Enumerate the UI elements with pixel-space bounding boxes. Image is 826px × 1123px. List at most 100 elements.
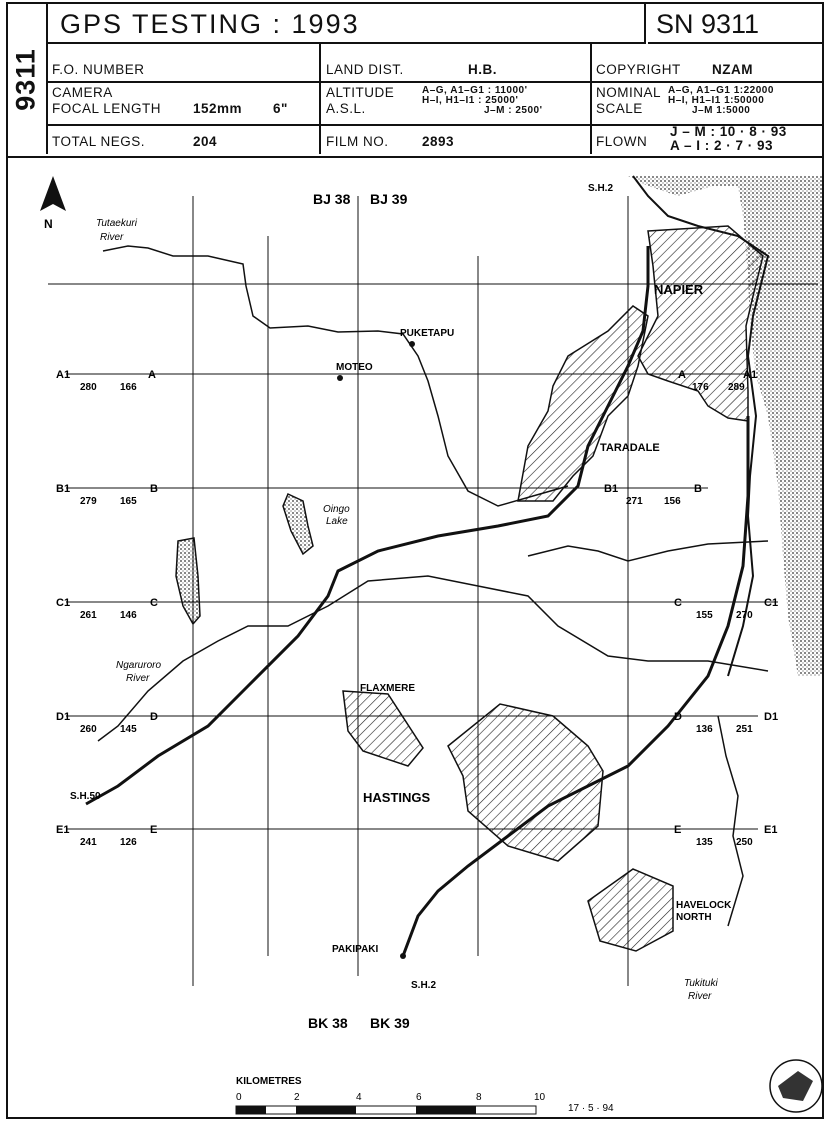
scale-tick-6: 6 (416, 1092, 422, 1103)
scale-line-2: H–I, H1–I1 1:50000 (668, 95, 765, 106)
scale-bar: KILOMETRES 0 2 4 6 8 10 17 · 5 · 94 (235, 1076, 614, 1115)
total-negs-value: 204 (193, 134, 218, 149)
nominal-label: NOMINAL (596, 85, 662, 100)
flaxmere-urban-area (342, 690, 424, 767)
place-pakipaki: PAKIPAKI (332, 944, 379, 955)
scale-tick-4: 4 (356, 1092, 362, 1103)
sheet-ref-bk38: BK 38 (308, 1015, 348, 1031)
film-label: FILM NO. (326, 134, 389, 149)
flown-line-1: J – M : 10 · 8 · 93 (670, 124, 787, 139)
frame-260: 260 (80, 724, 97, 735)
header-panel: 9311 GPS TESTING : 1993 SN 9311 F.O. NUM… (8, 4, 822, 158)
frame-289: 289 (728, 382, 745, 393)
place-north: NORTH (676, 912, 712, 923)
scale-title: KILOMETRES (236, 1076, 302, 1087)
frame-279: 279 (80, 496, 97, 507)
place-hastings: HASTINGS (363, 790, 431, 805)
taradale-urban-area (517, 305, 649, 502)
run-label-e1-right: E1 (764, 824, 777, 836)
sheet-code-box: 9311 (8, 4, 48, 154)
ngaruroro-river (97, 575, 769, 742)
north-arrow-icon: N (40, 176, 66, 231)
run-labels: A1 A A A1 B1 B B1 B C1 C C C1 D1 D D D1 … (56, 369, 778, 836)
run-label-c: C (150, 597, 158, 609)
run-label-d-right: D (674, 711, 682, 723)
sheet-title: GPS TESTING : 1993 (46, 4, 646, 44)
focal-inch: 6" (273, 101, 288, 116)
scale-tick-10: 10 (534, 1092, 546, 1103)
frame-280: 280 (80, 382, 97, 393)
river-tutaekuri: Tutaekuri (96, 218, 138, 229)
focal-value: 152mm (193, 101, 243, 116)
havelock-north-urban-area (587, 868, 674, 952)
lagoon (175, 537, 201, 626)
run-label-b-right: B (694, 483, 702, 495)
place-puketapu: PUKETAPU (400, 328, 454, 339)
frame-126: 126 (120, 837, 137, 848)
road-sh2-bottom: S.H.2 (411, 980, 436, 991)
napier-urban-area (637, 225, 764, 422)
oingo-lake (282, 492, 314, 556)
river-branch (527, 540, 769, 562)
asl-label: A.S.L. (326, 101, 366, 116)
tutaekuri-river (102, 245, 569, 507)
frame-261: 261 (80, 610, 97, 621)
sheet-ref-bj38: BJ 38 (313, 191, 351, 207)
scale-tick-0: 0 (236, 1092, 242, 1103)
sn-number: SN 9311 (648, 4, 822, 44)
run-label-a1-right: A1 (743, 369, 757, 381)
frame-270: 270 (736, 610, 753, 621)
scale-line-3: J–M 1:5000 (692, 105, 751, 116)
film-value: 2893 (422, 134, 455, 149)
frame-135: 135 (696, 837, 713, 848)
place-taradale: TARADALE (600, 442, 660, 454)
altitude-line-1: A–G, A1–G1 : 11000' (422, 85, 528, 96)
frame-241: 241 (80, 837, 97, 848)
run-label-c1-right: C1 (764, 597, 778, 609)
altitude-label: ALTITUDE (326, 85, 395, 100)
copyright-label: COPYRIGHT (596, 62, 681, 77)
map-canvas: A1 A A A1 B1 B B1 B C1 C C C1 D1 D D D1 … (40, 175, 822, 1115)
frame-156: 156 (664, 496, 681, 507)
run-label-a: A (148, 369, 156, 381)
total-negs-label: TOTAL NEGS. (52, 134, 146, 149)
sheet-ref-bj39: BJ 39 (370, 191, 408, 207)
frame-145: 145 (120, 724, 137, 735)
scale-tick-8: 8 (476, 1092, 482, 1103)
river-word-1: River (100, 232, 124, 243)
frame-271: 271 (626, 496, 643, 507)
road-sh2-top: S.H.2 (588, 183, 613, 194)
scale-label: SCALE (596, 101, 643, 116)
run-label-b1: B1 (56, 483, 70, 495)
scale-line-1: A–G, A1–G1 1:22000 (668, 85, 774, 96)
nz-aerial-mapping-logo (769, 1059, 822, 1113)
flown-line-2: A – I : 2 · 7 · 93 (670, 138, 774, 153)
frame-176: 176 (692, 382, 709, 393)
run-label-e-right: E (674, 824, 681, 836)
sheet-ref-bk39: BK 39 (370, 1015, 410, 1031)
focal-label: FOCAL LENGTH (52, 101, 162, 116)
run-label-b: B (150, 483, 158, 495)
run-label-a-right: A (678, 369, 686, 381)
sheet-code: 9311 (10, 48, 41, 111)
frame-251: 251 (736, 724, 753, 735)
river-word-2: River (126, 673, 150, 684)
run-label-c-right: C (674, 597, 682, 609)
river-ngaruroro: Ngaruroro (116, 660, 161, 671)
lake-oingo: Oingo (323, 504, 350, 515)
place-flaxmere: FLAXMERE (360, 683, 415, 694)
run-label-e: E (150, 824, 157, 836)
frame-146: 146 (120, 610, 137, 621)
road-sh50: S.H.50 (70, 791, 101, 802)
map-sheet: 9311 GPS TESTING : 1993 SN 9311 F.O. NUM… (6, 2, 824, 1119)
run-label-d1-right: D1 (764, 711, 778, 723)
scale-tick-2: 2 (294, 1092, 300, 1103)
run-label-e1: E1 (56, 824, 69, 836)
frame-166: 166 (120, 382, 137, 393)
flight-lines (48, 196, 818, 986)
map-date: 17 · 5 · 94 (568, 1103, 614, 1114)
frame-250: 250 (736, 837, 753, 848)
run-label-a1: A1 (56, 369, 70, 381)
place-napier: NAPIER (654, 282, 704, 297)
